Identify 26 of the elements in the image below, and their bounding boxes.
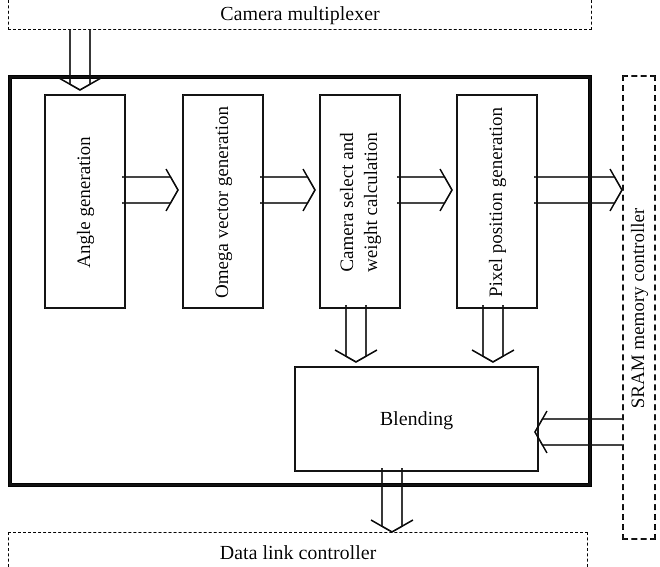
box-label: Angle generation (73, 134, 96, 270)
double-arrow (121, 168, 179, 212)
process-box (44, 94, 126, 309)
module-frame (8, 75, 592, 487)
dashed-block (8, 532, 588, 567)
dashed-block (8, 0, 592, 30)
double-arrow (58, 29, 102, 91)
process-box (456, 94, 538, 309)
process-box (319, 94, 401, 309)
box-label: Camera multiplexer (220, 2, 380, 26)
box-label: Omega vector generation (211, 104, 234, 299)
box-label: Data link controller (220, 541, 376, 565)
box-label: SRAM memory controller (627, 206, 650, 410)
double-arrow (396, 168, 453, 212)
process-box (294, 366, 539, 472)
box-label: Pixel position generation (485, 106, 508, 298)
box-label: Camera select and weight calculation (336, 130, 383, 274)
double-arrow (259, 168, 316, 212)
dashed-block (622, 75, 656, 540)
process-box (182, 94, 264, 309)
double-arrow (533, 168, 623, 212)
double-arrow (334, 304, 378, 363)
double-arrow (471, 304, 515, 363)
double-arrow (370, 467, 414, 533)
box-label: Blending (380, 407, 454, 431)
double-arrow (534, 410, 623, 454)
